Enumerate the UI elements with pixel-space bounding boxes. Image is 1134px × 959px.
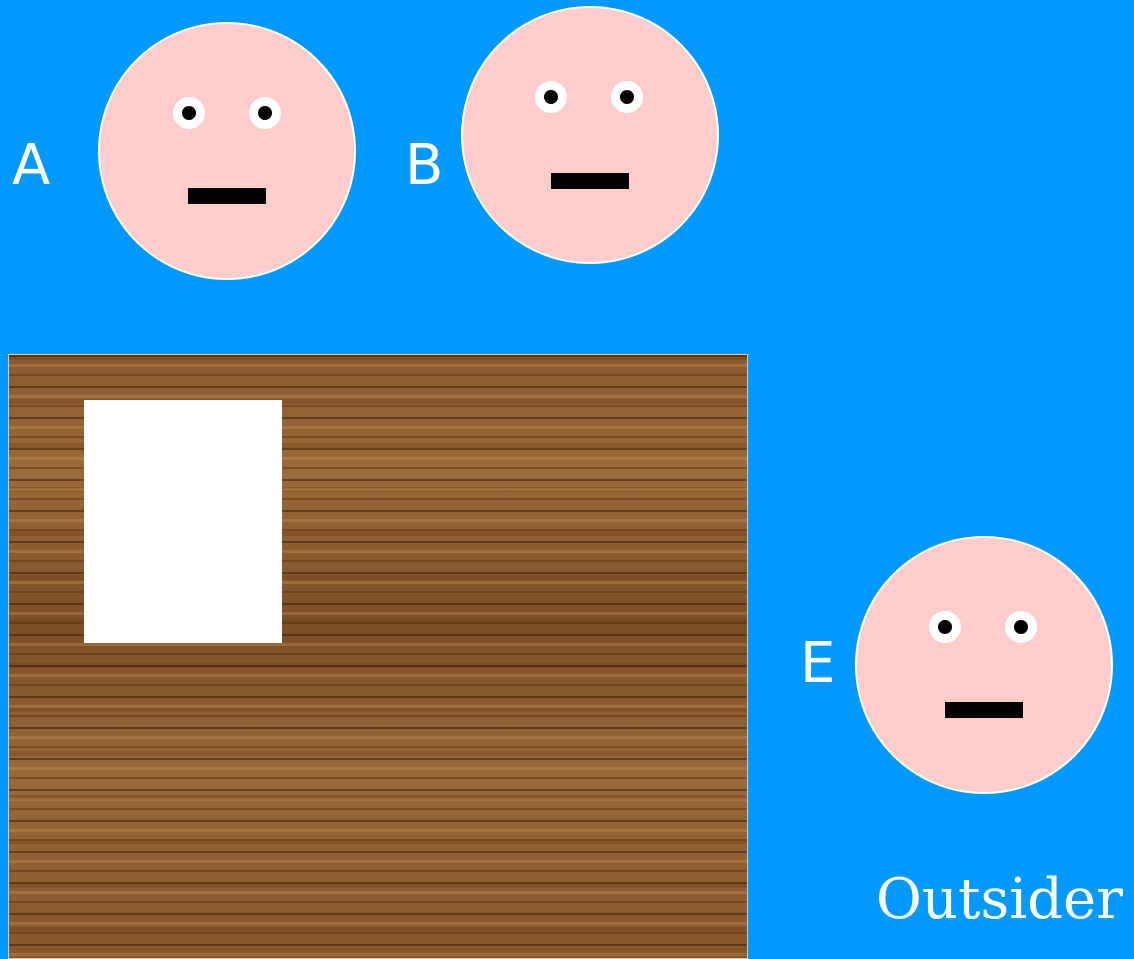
outsider-label: Outsider	[876, 872, 1123, 928]
label-e: E	[800, 636, 835, 692]
face-b-right-pupil	[620, 90, 634, 104]
face-b-left-pupil	[544, 90, 558, 104]
face-a-head	[99, 23, 355, 279]
face-b-head	[462, 7, 718, 263]
face-a-left-pupil	[182, 106, 196, 120]
face-e-left-pupil	[938, 620, 952, 634]
blank-card	[84, 400, 282, 643]
face-e-mouth	[945, 702, 1023, 718]
label-b: B	[405, 138, 443, 194]
face-e-head	[856, 537, 1112, 793]
face-a-icon	[97, 21, 357, 281]
wood-table	[8, 354, 748, 959]
face-b-icon	[460, 5, 720, 265]
face-a-right-pupil	[258, 106, 272, 120]
face-e-icon	[854, 535, 1114, 795]
face-e-right-pupil	[1014, 620, 1028, 634]
face-b-mouth	[551, 173, 629, 189]
label-a: A	[12, 138, 50, 194]
face-a-mouth	[188, 188, 266, 204]
